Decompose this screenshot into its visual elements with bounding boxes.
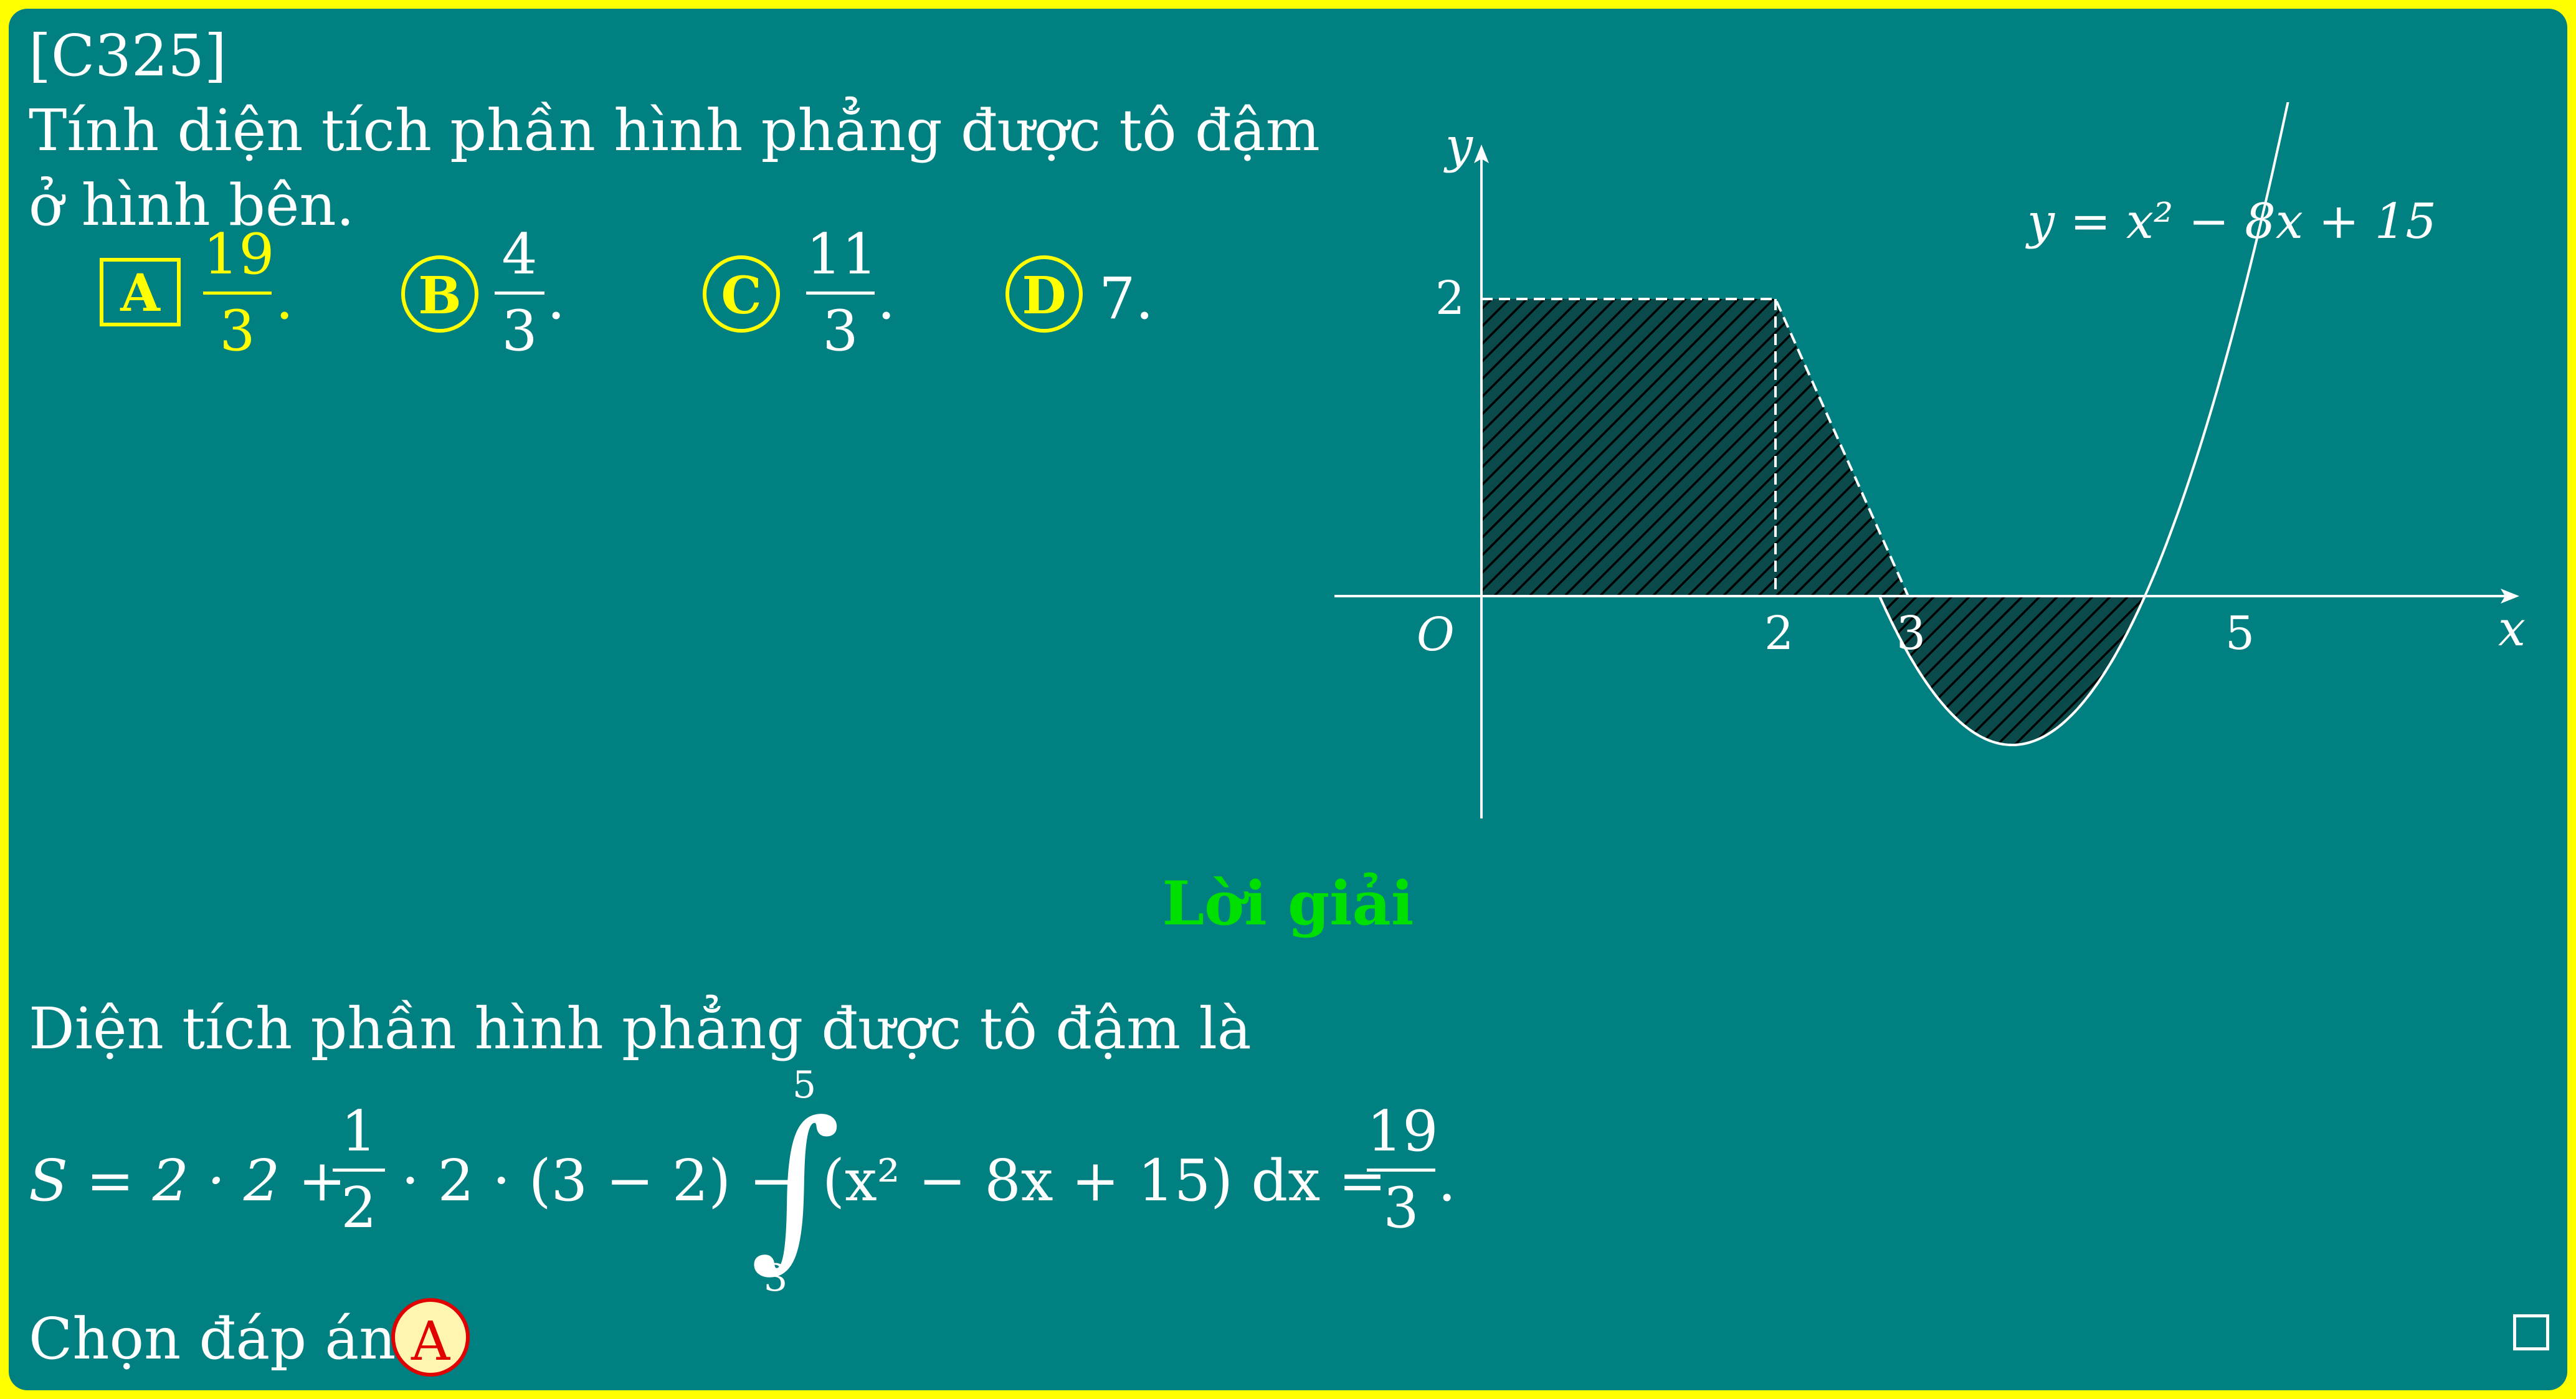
choice-a-suffix: . <box>275 265 294 332</box>
solution-intro: Diện tích phần hình phẳng được tô đậm là <box>29 995 1252 1062</box>
end-of-proof-square-icon <box>2513 1314 2549 1350</box>
formula-end: . <box>1438 1147 1457 1214</box>
choice-c-suffix: . <box>877 265 896 332</box>
choice-b-fraction: 4 3 <box>495 227 544 359</box>
origin-label: O <box>1417 608 1455 662</box>
formula-lhs: S = 2 · 2 + <box>29 1147 346 1214</box>
y-axis-label: y <box>1443 118 1473 174</box>
choice-c-fraction: 11 3 <box>806 227 878 359</box>
y-axis-arrow <box>1474 145 1489 163</box>
parabola-curve <box>1878 102 2289 747</box>
choice-c-numerator: 11 <box>806 222 878 287</box>
formula-half: 1 2 <box>333 1104 385 1236</box>
final-answer-badge: A <box>391 1298 470 1377</box>
choice-b-letter[interactable]: B <box>401 255 478 333</box>
formula-half-numerator: 1 <box>341 1099 377 1164</box>
choice-b-numerator: 4 <box>501 222 538 287</box>
choice-a-numerator: 19 <box>203 222 275 287</box>
formula-result-numerator: 19 <box>1367 1099 1438 1164</box>
formula-mid: · 2 · (3 − 2) − <box>401 1147 797 1214</box>
area-graph: y x O 2 2 3 5 y = x² − 8x + 15 <box>1334 102 2526 818</box>
x-tick-5: 5 <box>2225 607 2255 660</box>
formula-result: 19 3 <box>1367 1104 1438 1236</box>
x-axis-arrow <box>2501 589 2519 604</box>
choice-c-denominator: 3 <box>822 298 858 364</box>
solution-heading: Lời giải <box>1162 868 1414 939</box>
choice-b-denominator: 3 <box>501 298 538 364</box>
choice-d-letter[interactable]: D <box>1005 255 1083 333</box>
shaded-trapezoid <box>1480 298 1911 597</box>
choice-c-letter[interactable]: C <box>703 255 780 333</box>
choice-a-fraction: 19 3 <box>203 227 275 359</box>
choose-answer-text: Chọn đáp án <box>29 1306 396 1372</box>
choice-a-letter[interactable]: A <box>100 258 181 326</box>
choice-a-denominator: 3 <box>219 298 255 364</box>
y-tick-2: 2 <box>1435 272 1465 325</box>
formula-integrand: (x² − 8x + 15) dx = <box>822 1147 1387 1214</box>
question-line-2: ở hình bên. <box>29 172 354 239</box>
curve-equation-label: y = x² − 8x + 15 <box>2025 194 2436 250</box>
integral-sign: ∫ <box>750 1084 841 1288</box>
choice-d-value: 7. <box>1099 265 1154 332</box>
x-axis-label: x <box>2498 601 2526 657</box>
problem-card: [C325] Tính diện tích phần hình phẳng đư… <box>9 9 2567 1390</box>
integral-upper-bound: 5 <box>792 1063 817 1107</box>
question-line-1: Tính diện tích phần hình phẳng được tô đ… <box>29 97 1320 164</box>
x-tick-2: 2 <box>1764 607 1794 660</box>
problem-code: [C325] <box>29 22 227 89</box>
x-tick-3: 3 <box>1896 607 1926 660</box>
formula-result-denominator: 3 <box>1383 1175 1419 1241</box>
choice-b-suffix: . <box>547 265 566 332</box>
formula-half-denominator: 2 <box>341 1175 377 1241</box>
integral-lower-bound: 3 <box>764 1256 788 1300</box>
